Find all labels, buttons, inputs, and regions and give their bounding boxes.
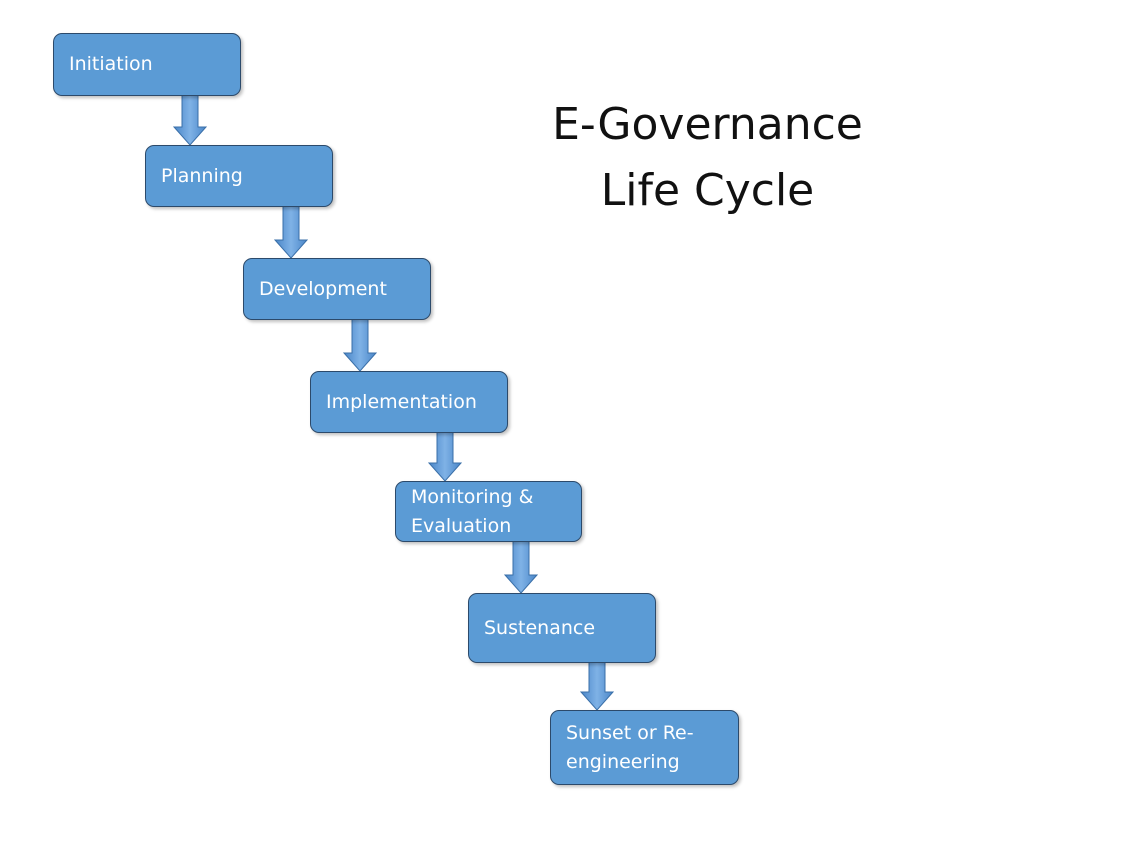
stage-label: Sunset or Re-engineering <box>566 721 694 773</box>
stage-label: Monitoring & Evaluation <box>411 485 534 537</box>
stage-initiation: Initiation <box>53 33 241 96</box>
arrow-down-icon <box>504 540 538 594</box>
arrow-down-icon <box>173 94 207 146</box>
stage-sunset-reengineering: Sunset or Re-engineering <box>550 710 739 785</box>
stage-monitoring-evaluation: Monitoring & Evaluation <box>395 481 582 542</box>
stage-label: Implementation <box>326 390 477 413</box>
stage-label: Initiation <box>69 53 153 75</box>
stage-development: Development <box>243 258 431 320</box>
stage-label: Sustenance <box>484 616 596 639</box>
stage-implementation: Implementation <box>310 371 508 433</box>
stage-label: Development <box>259 277 387 300</box>
title-line-1: E-Governance <box>552 99 863 150</box>
title-line-2: Life Cycle <box>600 165 815 216</box>
arrow-down-icon <box>274 205 308 259</box>
arrow-down-icon <box>428 431 462 482</box>
stage-sustenance: Sustenance <box>468 593 656 663</box>
stage-planning: Planning <box>145 145 333 207</box>
diagram-title: E-Governance Life Cycle <box>500 92 915 224</box>
stage-label: Planning <box>161 164 243 187</box>
arrow-down-icon <box>580 661 614 711</box>
arrow-down-icon <box>343 318 377 372</box>
